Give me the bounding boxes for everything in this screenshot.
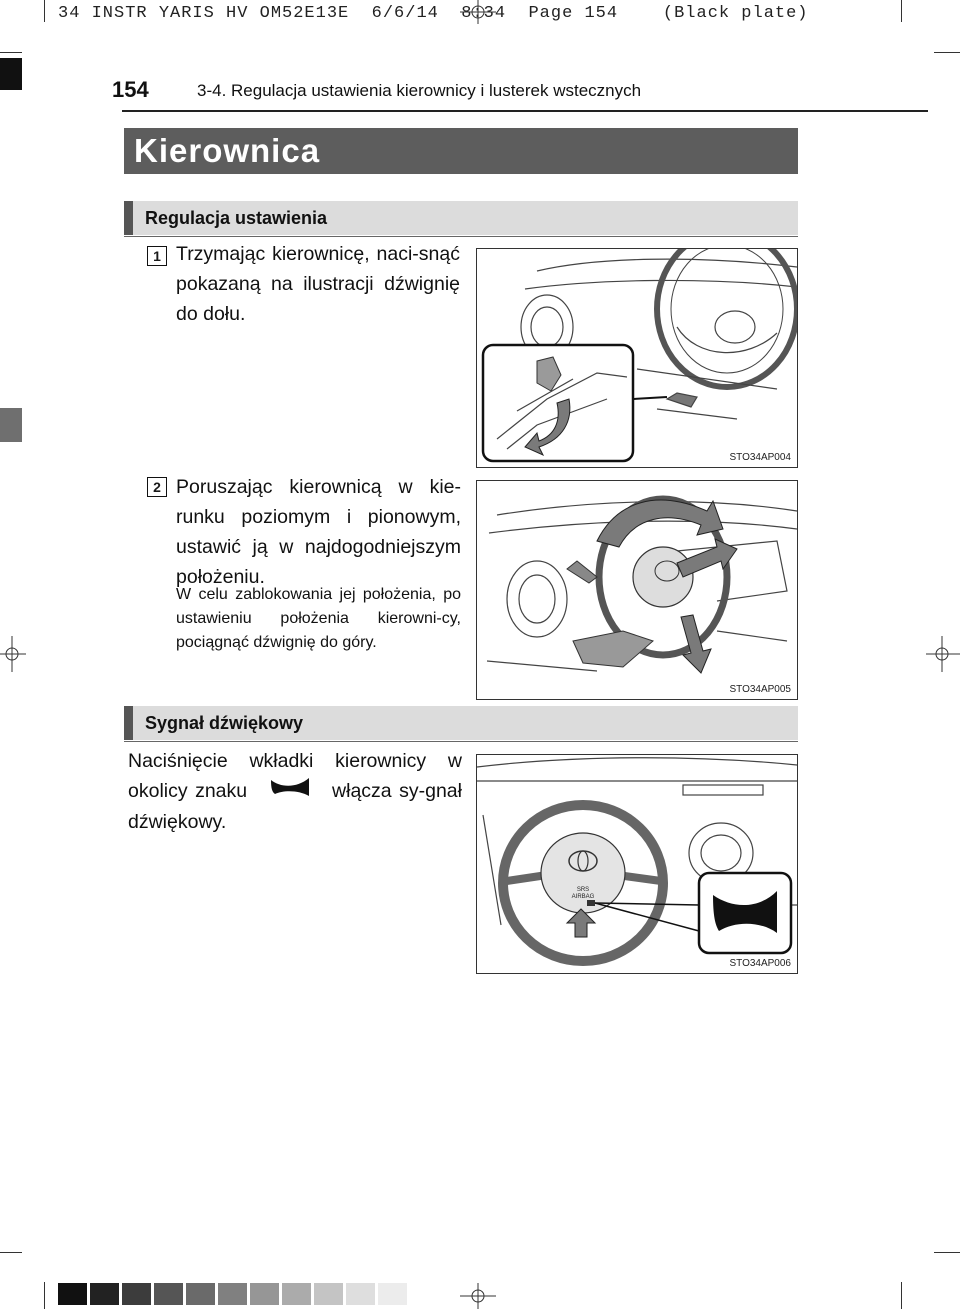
registration-mark-bottom: [460, 1283, 496, 1309]
steering-lever-illustration: [481, 249, 797, 463]
crop-mark: [44, 0, 45, 22]
horn-text-after: włącza sy-gnał dźwiękowy.: [128, 780, 462, 834]
section-heading-adjust: Regulacja ustawienia: [124, 201, 798, 235]
color-swatch: [58, 1283, 87, 1305]
print-slug: 34 INSTR YARIS HV OM52E13E 6/6/14 8:34 P…: [58, 4, 809, 23]
horn-text-before: Naciśnięcie wkładki kierownicy w okolicy…: [128, 750, 462, 802]
step-2-text: Poruszając kierownicą w kie-runku poziom…: [176, 476, 461, 588]
horn-pad-illustration: SRS AIRBAG: [477, 757, 797, 966]
color-swatch: [250, 1283, 279, 1305]
srs-label: SRS: [577, 887, 589, 893]
crop-mark: [0, 1252, 22, 1253]
figure-code: STO34AP005: [729, 684, 791, 695]
registration-mark-left: [0, 636, 26, 672]
color-swatch: [282, 1283, 311, 1305]
crop-mark: [901, 1282, 902, 1309]
crop-mark: [901, 0, 902, 22]
color-swatch: [346, 1283, 375, 1305]
section-rule: [124, 236, 798, 237]
figure-code: STO34AP004: [729, 452, 791, 463]
crop-mark: [0, 52, 22, 53]
color-swatch: [122, 1283, 151, 1305]
crop-mark: [934, 1252, 960, 1253]
figure-code: STO34AP006: [729, 958, 791, 969]
crop-mark: [44, 1282, 45, 1309]
color-swatch: [154, 1283, 183, 1305]
color-swatch: [378, 1283, 407, 1305]
thumb-tab-chapter: [0, 408, 22, 442]
thumb-tab-black: [0, 58, 22, 90]
figure-lever-release: STO34AP004: [476, 248, 798, 468]
crop-mark: [934, 52, 960, 53]
step-number-2: 2: [147, 477, 167, 497]
color-swatch: [90, 1283, 119, 1305]
chapter-title: 3-4. Regulacja ustawienia kierownicy i l…: [197, 81, 642, 100]
figure-wheel-adjust: STO34AP005: [476, 480, 798, 700]
airbag-label: AIRBAG: [572, 894, 595, 900]
registration-mark-top: [460, 0, 496, 24]
step-1-text: Trzymając kierownicę, naci-snąć pokazaną…: [176, 243, 460, 325]
steering-adjust-illustration: [486, 495, 797, 674]
header-rule: [122, 110, 928, 112]
color-swatch: [218, 1283, 247, 1305]
section-rule: [124, 741, 798, 742]
step-2-note: W celu zablokowania jej położenia, po us…: [176, 586, 461, 651]
registration-mark-right: [926, 636, 960, 672]
color-swatch: [314, 1283, 343, 1305]
horn-icon: [269, 776, 311, 807]
page-number: 154: [112, 77, 149, 102]
color-swatch: [186, 1283, 215, 1305]
figure-horn: SRS AIRBAG STO34AP006: [476, 754, 798, 974]
section-heading-horn: Sygnał dźwiękowy: [124, 706, 798, 740]
page-title: Kierownica: [124, 128, 798, 174]
horn-text: Naciśnięcie wkładki kierownicy w okolicy…: [128, 746, 462, 837]
step-number-1: 1: [147, 246, 167, 266]
